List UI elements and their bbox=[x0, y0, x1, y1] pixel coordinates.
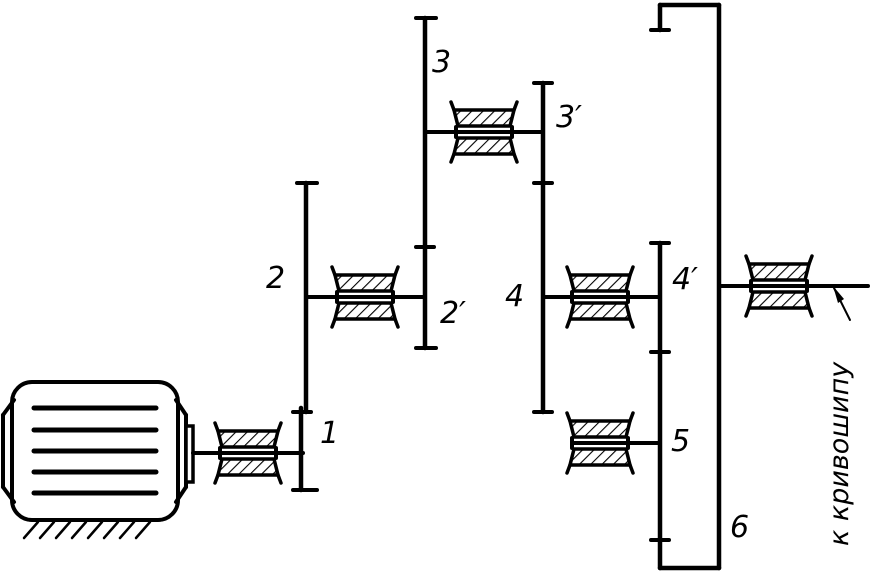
label-gear-6: 6 bbox=[730, 510, 749, 545]
label-gear-2-prime: 2′ bbox=[440, 296, 466, 331]
shaft-4 bbox=[541, 240, 671, 571]
label-gear-4-prime: 4′ bbox=[672, 262, 698, 297]
shaft-5 bbox=[565, 411, 662, 475]
label-gear-5: 5 bbox=[671, 424, 690, 459]
label-gear-3-prime: 3′ bbox=[556, 100, 582, 135]
shaft-1 bbox=[191, 405, 319, 493]
shaft-3 bbox=[423, 80, 554, 415]
label-gear-2: 2 bbox=[266, 261, 285, 296]
output-shaft bbox=[717, 254, 870, 321]
label-gear-1: 1 bbox=[320, 416, 339, 451]
label-gear-4: 4 bbox=[505, 279, 524, 314]
ground-support bbox=[22, 518, 162, 540]
shaft-2 bbox=[295, 15, 438, 415]
electric-motor bbox=[1, 380, 195, 522]
label-gear-3: 3 bbox=[432, 45, 451, 80]
crank-note: к кривошипу bbox=[824, 361, 855, 546]
